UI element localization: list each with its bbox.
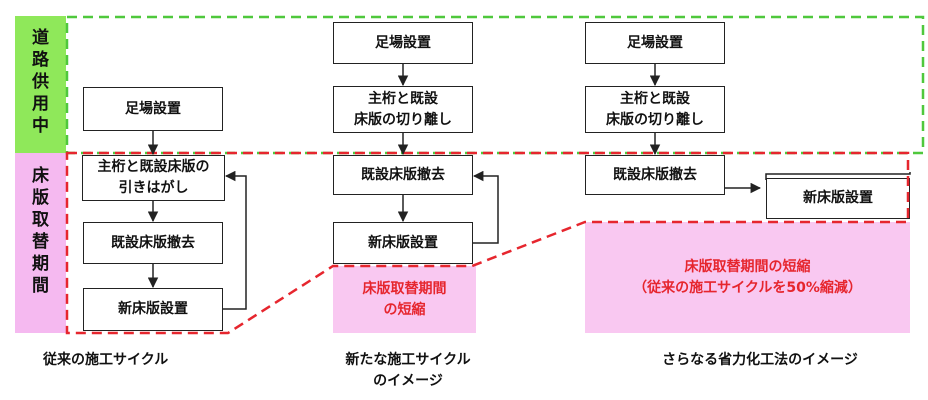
band-char: 期 (32, 254, 49, 274)
road-in-service-label: 道 路 供 用 中 (15, 27, 66, 137)
further-shortening-note: 床版取替期間の短縮 （従来の施工サイクルを50%縮減） (585, 222, 910, 333)
new-cycle-scaffold-box: 足場設置 (333, 22, 473, 64)
new-cycle-install-box: 新床版設置 (333, 222, 473, 264)
arrow-new-loop (472, 170, 499, 244)
conventional-install-box: 新床版設置 (83, 288, 223, 331)
band-char: 中 (32, 116, 49, 136)
new-cycle-remove-box: 既設床版撤去 (333, 155, 473, 195)
band-char: 版 (32, 188, 49, 208)
road-in-service-band (15, 16, 66, 153)
band-char: 用 (32, 94, 49, 114)
band-char: 路 (32, 50, 49, 70)
road-in-service-region (65, 15, 925, 155)
band-char: 替 (32, 232, 49, 252)
conventional-caption: 従来の施工サイクル (43, 352, 169, 368)
conventional-scaffold-box: 足場設置 (83, 87, 223, 131)
further-install-box: 新床版設置 (766, 178, 910, 219)
arrow-further-loop (765, 172, 911, 180)
slab-replacement-label: 床 版 取 替 期 間 (15, 165, 66, 297)
new-cycle-caption: 新たな施工サイクル のイメージ (345, 352, 471, 389)
further-separate-box: 主桁と既設 床版の切り離し (585, 86, 725, 133)
further-caption: さらなる省力化工法のイメージ (662, 352, 858, 368)
further-scaffold-box: 足場設置 (585, 22, 725, 64)
slab-replacement-band (15, 153, 66, 333)
band-char: 供 (32, 72, 49, 92)
conventional-remove-box: 既設床版撤去 (83, 222, 223, 264)
new-cycle-shortening-note: 床版取替期間 の短縮 (333, 266, 476, 333)
further-remove-box: 既設床版撤去 (585, 155, 725, 195)
new-cycle-separate-box: 主桁と既設 床版の切り離し (333, 86, 473, 133)
band-char: 間 (32, 276, 49, 296)
band-char: 床 (32, 166, 49, 186)
band-char: 取 (32, 210, 49, 230)
band-char: 道 (32, 28, 49, 48)
arrow-conv-loop (223, 170, 247, 310)
conventional-peel-box: 主桁と既設床版の 引きはがし (82, 155, 225, 201)
slab-replacement-region (65, 151, 910, 335)
